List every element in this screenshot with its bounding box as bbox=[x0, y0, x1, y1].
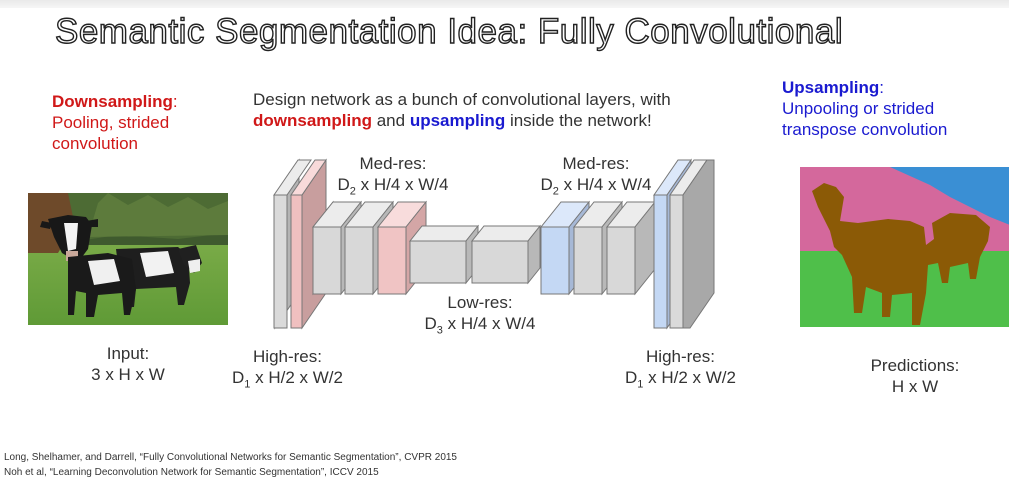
input-label: Input: 3 x H x W bbox=[28, 343, 228, 385]
label-low-res-sub: 3 bbox=[436, 324, 443, 337]
label-med-res-right-dims: x H/4 x W/4 bbox=[558, 175, 652, 194]
label-med-res-left-sub: 2 bbox=[349, 185, 356, 198]
segmentation-output bbox=[800, 167, 1009, 327]
label-low-res: Low-res: D3 x H/4 x W/4 bbox=[410, 292, 550, 341]
top-bar bbox=[0, 0, 1009, 8]
label-high-res-right-title: High-res: bbox=[646, 347, 715, 366]
label-med-res-left: Med-res: D2 x H/4 x W/4 bbox=[333, 153, 453, 202]
predictions-label-title: Predictions: bbox=[870, 356, 960, 375]
design-note-and: and bbox=[372, 111, 410, 130]
upsampling-note: Upsampling: Unpooling or strided transpo… bbox=[782, 77, 947, 140]
design-note: Design network as a bunch of convolution… bbox=[253, 89, 671, 131]
layer-med-res-6 bbox=[605, 200, 657, 296]
design-note-rest: inside the network! bbox=[505, 111, 652, 130]
layer-low-res-2 bbox=[470, 224, 542, 285]
label-high-res-left-dims: x H/2 x W/2 bbox=[250, 368, 343, 387]
input-label-dims: 3 x H x W bbox=[91, 365, 165, 384]
downsampling-heading: Downsampling bbox=[52, 92, 173, 111]
slide-title: Semantic Segmentation Idea: Fully Convol… bbox=[54, 11, 844, 51]
label-med-res-right-title: Med-res: bbox=[562, 154, 630, 173]
reference-2: Noh et al, “Learning Deconvolution Netwo… bbox=[4, 467, 379, 477]
design-note-downsampling: downsampling bbox=[253, 111, 372, 130]
label-med-res-left-title: Med-res: bbox=[359, 154, 427, 173]
reference-1: Long, Shelhamer, and Darrell, “Fully Con… bbox=[4, 452, 457, 463]
input-cow-photo bbox=[28, 193, 228, 325]
downsampling-line1: Pooling, strided bbox=[52, 113, 170, 132]
label-med-res-right-sub: 2 bbox=[552, 185, 559, 198]
layer-high-res-4 bbox=[669, 159, 715, 329]
layer-low-res-1 bbox=[408, 224, 480, 285]
downsampling-colon: : bbox=[172, 92, 178, 111]
upsampling-heading: Upsampling bbox=[782, 78, 880, 97]
downsampling-note: Downsampling: Pooling, strided convoluti… bbox=[52, 91, 178, 154]
label-high-res-left-title: High-res: bbox=[253, 347, 322, 366]
predictions-label-dims: H x W bbox=[891, 377, 939, 396]
input-label-title: Input: bbox=[106, 344, 150, 363]
design-note-line1: Design network as a bunch of convolution… bbox=[253, 90, 671, 109]
label-high-res-right-sub: 1 bbox=[637, 378, 644, 391]
label-high-res-right: High-res: D1 x H/2 x W/2 bbox=[613, 346, 748, 395]
label-high-res-right-d: D bbox=[625, 368, 638, 387]
upsampling-line1: Unpooling or strided bbox=[782, 99, 935, 118]
label-high-res-left-sub: 1 bbox=[244, 378, 251, 391]
label-med-res-right: Med-res: D2 x H/4 x W/4 bbox=[531, 153, 661, 202]
predictions-label: Predictions: H x W bbox=[840, 355, 990, 397]
label-low-res-title: Low-res: bbox=[447, 293, 513, 312]
label-high-res-left-d: D bbox=[232, 368, 245, 387]
label-high-res-left: High-res: D1 x H/2 x W/2 bbox=[220, 346, 355, 395]
layer-med-res-3 bbox=[376, 200, 428, 296]
label-low-res-d: D bbox=[424, 314, 437, 333]
upsampling-line2: transpose convolution bbox=[782, 120, 948, 139]
label-med-res-left-dims: x H/4 x W/4 bbox=[355, 175, 449, 194]
downsampling-line2: convolution bbox=[52, 134, 139, 153]
upsampling-colon: : bbox=[879, 78, 885, 97]
label-high-res-right-dims: x H/2 x W/2 bbox=[643, 368, 736, 387]
design-note-upsampling: upsampling bbox=[409, 111, 506, 130]
label-low-res-dims: x H/4 x W/4 bbox=[442, 314, 536, 333]
label-med-res-left-d: D bbox=[337, 175, 350, 194]
label-med-res-right-d: D bbox=[540, 175, 553, 194]
